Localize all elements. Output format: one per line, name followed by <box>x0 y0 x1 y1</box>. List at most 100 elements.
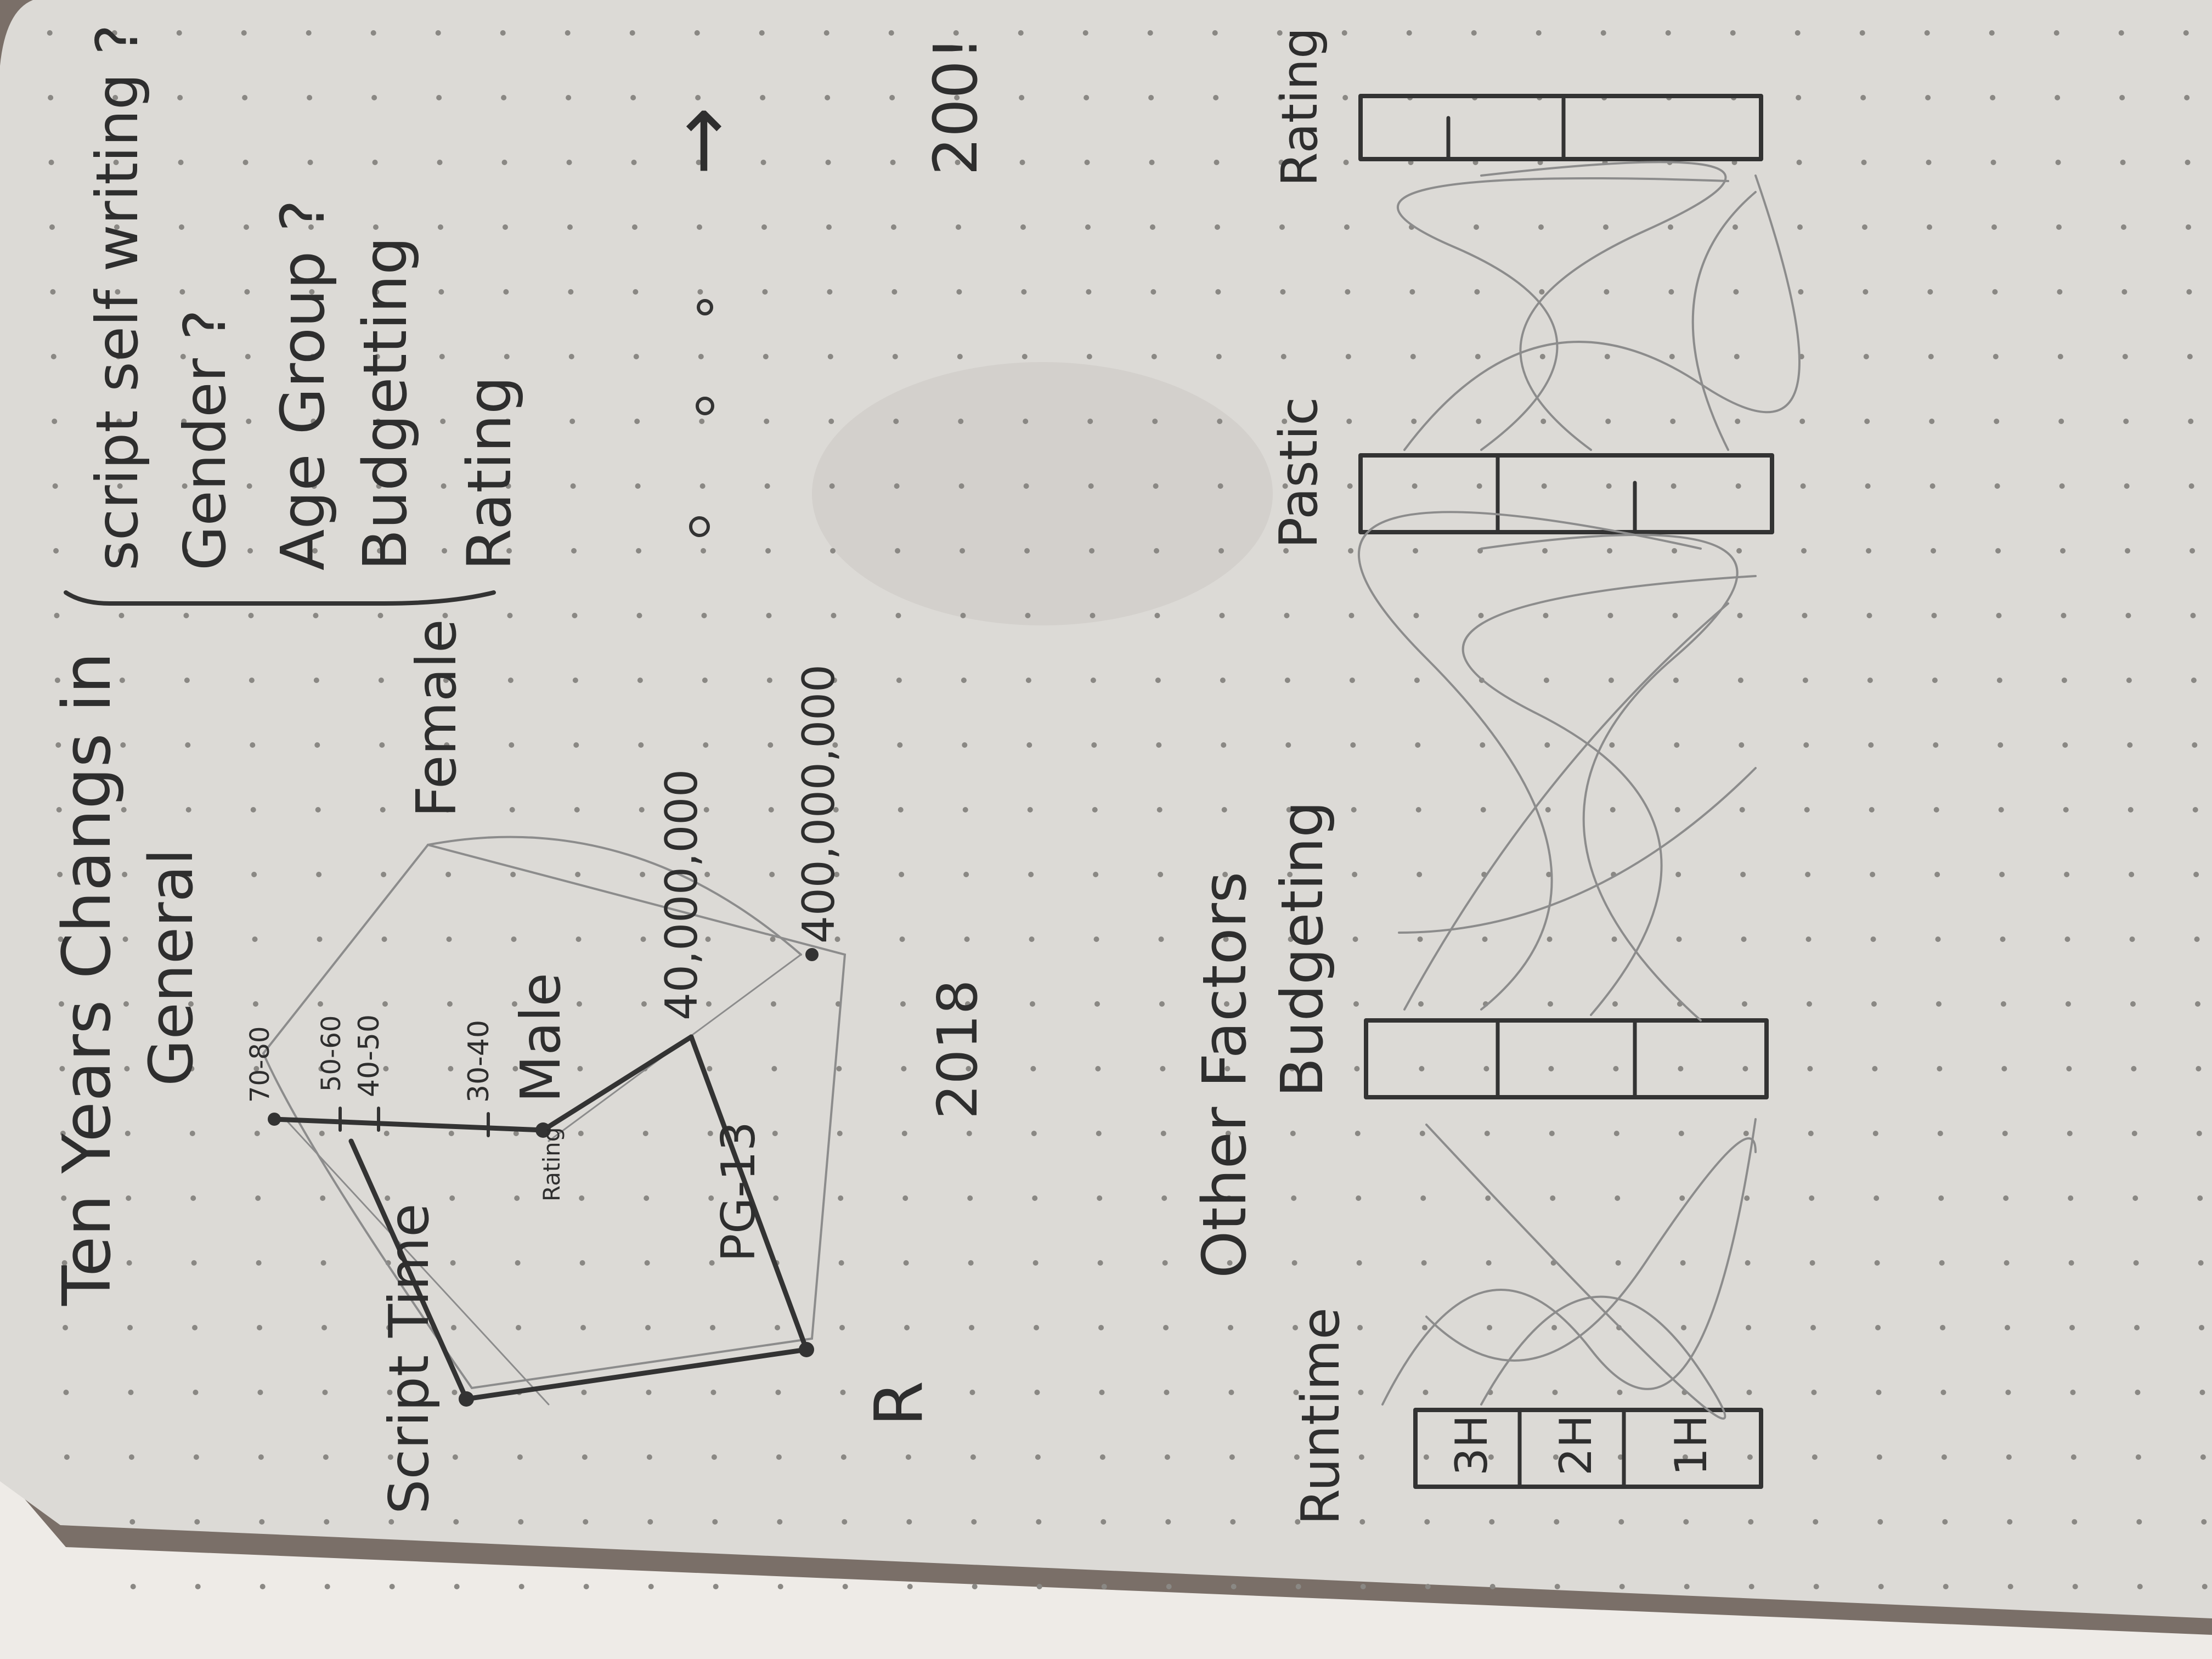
grid-dot <box>1739 742 1745 748</box>
grid-dot <box>1087 419 1093 424</box>
grid-dot <box>242 160 249 165</box>
grid-dot <box>1282 419 1288 424</box>
grid-dot <box>126 1195 132 1201</box>
grid-dot <box>1669 354 1675 359</box>
grid-dot <box>2134 1325 2140 1330</box>
grid-dot <box>1093 936 1099 942</box>
grid-dot <box>2192 742 2198 748</box>
grid-dot <box>825 160 831 165</box>
grid-dot <box>777 1584 783 1589</box>
margin-mark <box>696 397 714 415</box>
grid-dot <box>1805 936 1812 942</box>
grid-dot <box>1342 95 1348 100</box>
grid-dot <box>321 1325 328 1330</box>
grid-dot <box>1019 95 1025 100</box>
grid-dot <box>47 30 53 36</box>
grid-dot <box>1740 872 1746 877</box>
grid-dot <box>2120 224 2126 230</box>
grid-dot <box>2122 354 2128 359</box>
grid-dot <box>244 289 250 295</box>
grid-dot <box>825 95 831 100</box>
grid-dot <box>130 1584 136 1589</box>
connection-line <box>1398 767 1757 934</box>
grid-dot <box>1154 548 1160 554</box>
grid-dot <box>1536 30 1542 36</box>
grid-dot <box>182 483 188 489</box>
grid-dot <box>1604 354 1610 359</box>
grid-dot <box>1028 872 1034 877</box>
grid-dot <box>829 483 835 489</box>
grid-dot <box>2199 1325 2205 1330</box>
grid-dot <box>1931 613 1937 618</box>
grid-dot <box>122 872 128 877</box>
grid-dot <box>2132 1195 2138 1201</box>
grid-dot <box>1101 1584 1107 1589</box>
grid-dot <box>49 224 55 230</box>
grid-dot <box>443 678 449 683</box>
grid-dot <box>713 1584 719 1589</box>
grid-dot <box>438 289 444 295</box>
grid-dot <box>2000 936 2006 942</box>
grid-dot <box>119 678 125 683</box>
grid-dot <box>1422 1325 1428 1330</box>
grid-dot <box>702 678 708 683</box>
grid-dot <box>376 483 382 489</box>
grid-dot <box>1679 1195 1685 1201</box>
grid-dot <box>1618 1519 1624 1525</box>
label-age-50-60: 50-60 <box>316 1015 347 1092</box>
margin-notes: → 200! <box>654 36 991 537</box>
grid-dot <box>642 1131 648 1136</box>
pastic-box <box>1358 453 1774 534</box>
grid-dot <box>115 289 121 295</box>
grid-dot <box>1805 872 1811 877</box>
grid-dot <box>1539 354 1545 359</box>
grid-dot <box>1215 289 1221 295</box>
grid-dot <box>773 1195 779 1201</box>
grid-dot <box>2186 289 2192 295</box>
grid-dot <box>2067 1131 2073 1136</box>
grid-dot <box>437 224 443 230</box>
grid-dot <box>2005 1390 2011 1395</box>
grid-dot <box>1554 1584 1560 1589</box>
grid-dot <box>1156 742 1162 748</box>
grid-dot <box>374 354 380 359</box>
grid-dot <box>962 742 968 748</box>
grid-dot <box>2068 1195 2074 1201</box>
grid-dot <box>577 1066 583 1071</box>
grid-dot <box>834 936 840 942</box>
grid-dot <box>1343 160 1349 165</box>
grid-dot <box>116 419 122 424</box>
grid-dot <box>444 807 450 812</box>
grid-dot <box>2188 419 2194 424</box>
grid-dot <box>1994 483 2000 489</box>
grid-dot <box>1284 613 1290 618</box>
grid-dot <box>1483 1066 1489 1071</box>
grid-dot <box>2057 289 2063 295</box>
label-money-small: 40,000,000 <box>656 769 707 1020</box>
grid-dot <box>970 1454 976 1460</box>
grid-dot <box>185 742 191 748</box>
grid-dot <box>640 872 646 877</box>
grid-dot <box>1034 1390 1040 1395</box>
grid-dot <box>449 1195 455 1201</box>
grid-dot <box>250 807 256 812</box>
grid-dot <box>312 548 318 554</box>
grid-dot <box>1413 548 1419 554</box>
grid-dot <box>2070 1390 2076 1395</box>
grid-dot <box>1084 160 1090 165</box>
grid-dot <box>1874 1195 1880 1201</box>
grid-dot <box>516 1325 522 1330</box>
grid-dot <box>838 1260 844 1266</box>
grid-dot <box>2069 1325 2075 1330</box>
label-year: 2018 <box>926 980 990 1120</box>
grid-dot <box>1809 1195 1815 1201</box>
grid-dot <box>1545 807 1551 812</box>
grid-dot <box>1280 289 1286 295</box>
grid-dot <box>765 548 771 554</box>
grid-dot <box>1156 807 1163 812</box>
grid-dot <box>1798 289 1804 295</box>
grid-dot <box>1991 224 1997 230</box>
grid-dot <box>831 613 837 618</box>
grid-dot <box>309 289 315 295</box>
grid-dot <box>248 613 254 618</box>
